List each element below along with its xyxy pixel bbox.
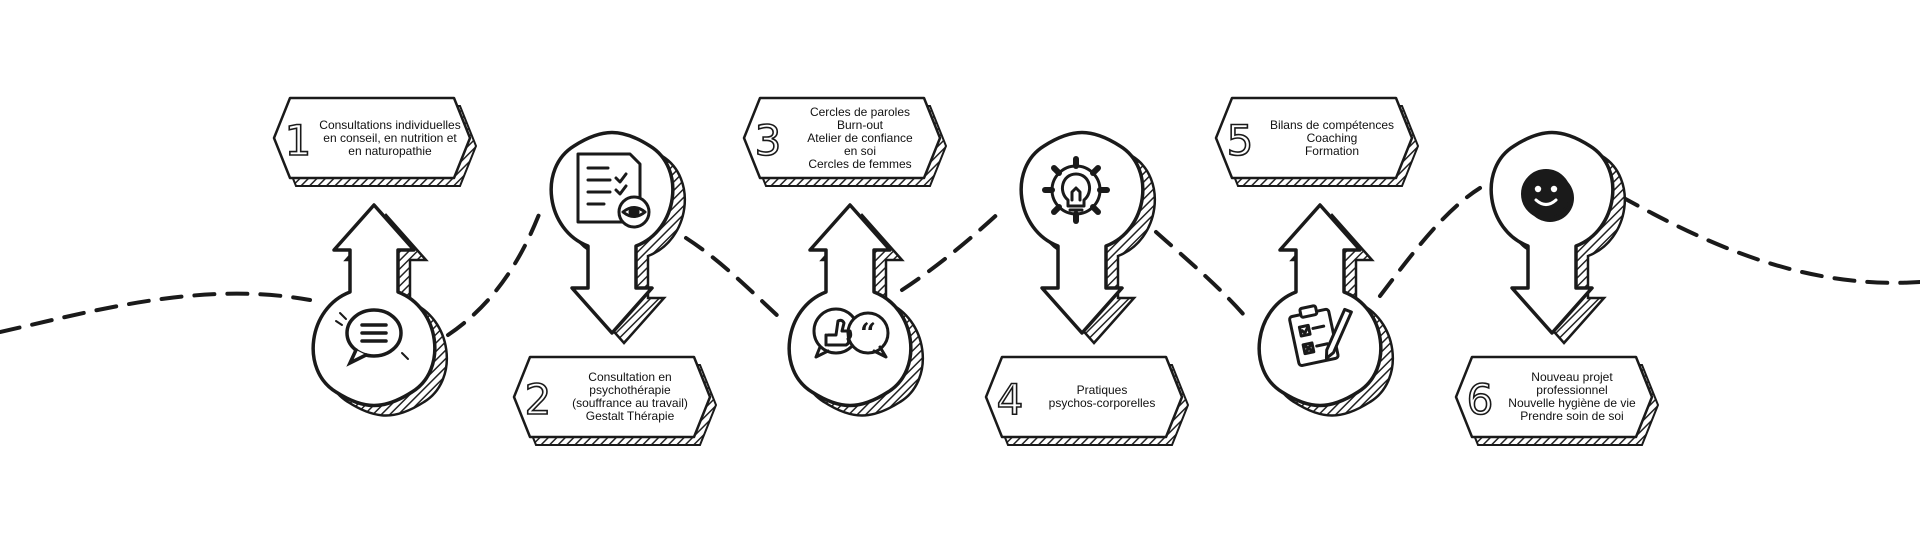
step-6-label: Nouveau projet professionnel Nouvelle hy… — [1494, 359, 1650, 435]
step-6-label-line: Nouveau projet — [1531, 370, 1613, 384]
dashed-path — [0, 186, 1920, 337]
dashed-path-segment — [1618, 194, 1920, 285]
step-1-label-line: Consultations individuelles — [319, 117, 461, 132]
step-6-label-line: Prendre soin de soi — [1520, 409, 1624, 423]
label-box-2-frame: 2 — [512, 355, 718, 446]
step-1-label: Consultations individuelles en conseil, … — [312, 100, 468, 176]
step-2-label-line: (souffrance au travail) — [572, 396, 688, 410]
step-number-4: 4 — [997, 375, 1024, 424]
step-6-label-line: professionnel — [1536, 383, 1608, 397]
step-5-label: Bilans de compétences Coaching Formation — [1254, 100, 1410, 176]
step-1-label-line: en conseil, en nutrition et — [323, 130, 457, 145]
step-number-1: 1 — [285, 116, 312, 165]
step-2-label-line: psychothérapie — [589, 383, 671, 397]
dashed-path-segment — [1154, 230, 1252, 324]
step-3-label-line: Cercles de femmes — [808, 156, 912, 171]
step-3-label-line: Atelier de confiance — [807, 130, 913, 145]
step-4-label-line: psychos-corporelles — [1048, 396, 1156, 410]
dashed-path-segment — [0, 291, 312, 334]
step-3-pin — [787, 203, 924, 417]
label-box-5-frame: 5 — [1214, 96, 1420, 187]
dashed-path-segment — [684, 236, 782, 320]
label-box-6-frame: 6 — [1454, 355, 1660, 446]
step-number-6: 6 — [1467, 375, 1494, 424]
step-6-pin — [1489, 130, 1626, 345]
label-box-4-frame: 4 — [984, 355, 1190, 446]
speech-bubble-icon — [335, 308, 409, 367]
step-number-2: 2 — [525, 375, 552, 424]
step-3-label-line: Cercles de paroles — [809, 104, 911, 119]
dashed-path-segment — [446, 210, 542, 337]
dashed-path-segment — [1378, 186, 1482, 298]
dashed-path-segment — [900, 208, 1004, 292]
smiley-icon — [1521, 169, 1574, 222]
step-2-label-line: Consultation en — [588, 370, 672, 384]
checklist-eye-icon — [576, 152, 651, 229]
step-number-5: 5 — [1227, 116, 1254, 165]
step-3-label: Cercles de paroles Burn-out Atelier de c… — [782, 100, 938, 176]
step-2-label-line: Gestalt Thérapie — [585, 409, 675, 423]
step-2-label: Consultation en psychothérapie (souffran… — [552, 359, 708, 435]
label-box-3-frame: 3 — [742, 96, 948, 187]
step-3-label-line: Burn-out — [836, 117, 884, 132]
step-6-label-line: Nouvelle hygiène de vie — [1508, 396, 1636, 410]
label-box-1-frame: 1 — [272, 96, 478, 187]
step-4-label-line: Pratiques — [1076, 383, 1128, 397]
thumbs-up-quote-icon: “ — [812, 307, 890, 359]
lightbulb-gear-icon — [1042, 156, 1110, 224]
step-1-label-line: en naturopathie — [348, 143, 432, 158]
step-4-pin — [1019, 130, 1156, 345]
step-5-label-line: Formation — [1304, 143, 1359, 158]
clipboard-pen-icon — [1288, 304, 1353, 367]
step-3-label-line: en soi — [843, 143, 877, 158]
step-5-label-line: Coaching — [1306, 130, 1358, 145]
svg-text:“: “ — [860, 317, 876, 350]
step-number-3: 3 — [755, 116, 782, 165]
step-5-label-line: Bilans de compétences — [1269, 117, 1395, 132]
step-4-label: Pratiques psychos-corporelles — [1024, 359, 1180, 435]
